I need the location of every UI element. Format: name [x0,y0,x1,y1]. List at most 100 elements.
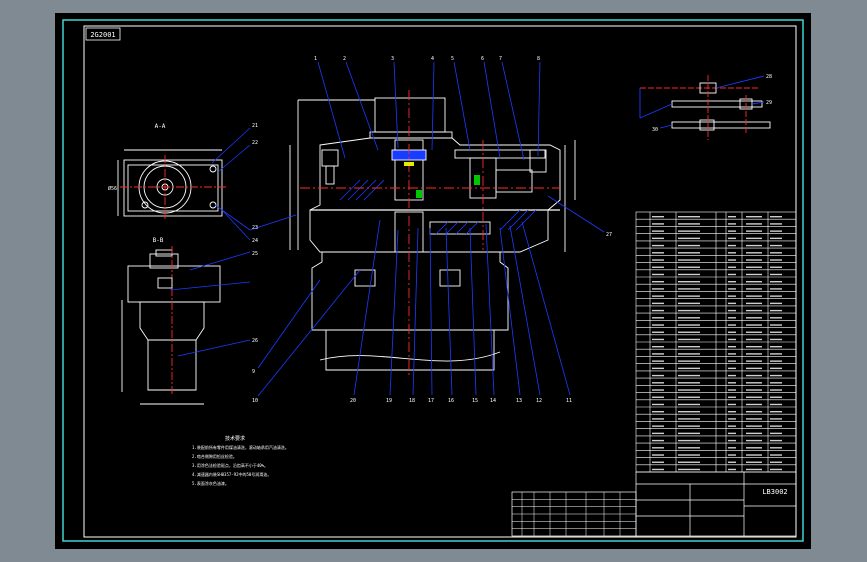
parts-cell-scribble [746,324,762,326]
parts-cell-scribble [746,396,762,398]
parts-cell-scribble [678,396,700,398]
note-2: 2.啮合侧隙用铅丝检验。 [192,453,237,459]
parts-cell-scribble [678,403,700,406]
leader-6: 6 [481,56,484,62]
parts-cell-scribble [728,324,736,326]
parts-cell-scribble [652,432,664,435]
parts-cell-scribble [728,317,736,319]
parts-cell-scribble [728,266,736,268]
parts-cell-scribble [678,216,700,218]
parts-cell-scribble [678,317,700,319]
schematic-labels: 28 29 30 [652,74,772,133]
parts-cell-scribble [746,302,762,305]
parts-cell-scribble [770,302,782,305]
transmission-schematic [639,75,771,140]
parts-cell-scribble [652,411,664,413]
parts-cell-scribble [678,353,700,355]
parts-cell-scribble [746,353,762,355]
parts-cell-scribble [678,346,700,348]
parts-cell-scribble [652,244,664,247]
parts-cell-scribble [728,252,736,254]
parts-list-table [635,211,797,473]
parts-cell-scribble [652,331,664,333]
parts-cell-scribble [746,411,762,413]
parts-cell-scribble [652,281,664,283]
parts-cell-scribble [652,317,664,319]
parts-cell-scribble [770,324,782,326]
parts-cell-scribble [678,454,700,456]
parts-cell-scribble [728,353,736,355]
leader-12: 12 [536,398,542,404]
parts-cell-scribble [652,382,664,384]
leader-3: 3 [391,56,394,62]
parts-cell-scribble [746,288,762,290]
parts-cell-scribble [728,288,736,290]
outer-frame [62,19,804,542]
parts-cell-scribble [746,468,762,471]
parts-cell-scribble [678,418,700,420]
parts-cell-scribble [770,223,782,225]
parts-cell-scribble [746,237,762,240]
leader-23: 23 [252,225,258,231]
note-4: 4.减速器内装SH0357-92中的50号润滑油。 [192,471,271,477]
drawing-code-box [85,27,121,41]
parts-cell-scribble [770,418,782,420]
parts-cell-scribble [728,295,736,297]
parts-cell-scribble [746,309,762,312]
leader-lines [169,61,605,397]
parts-cell-scribble [678,309,700,312]
parts-cell-scribble [728,244,736,247]
parts-cell-scribble [728,259,736,261]
parts-cell-scribble [678,295,700,297]
parts-cell-scribble [746,454,762,456]
parts-cell-scribble [652,288,664,290]
parts-cell-scribble [770,331,782,333]
leader-13: 13 [516,398,522,404]
leader-18: 18 [409,398,415,404]
leader-29: 29 [766,100,772,106]
parts-cell-scribble [770,403,782,406]
leader-19: 19 [386,398,392,404]
parts-cell-scribble [652,302,664,305]
drawing-code-title: LB3002 [762,488,787,496]
parts-cell-scribble [652,295,664,297]
diameter-dim: Ø56 [108,185,117,192]
leader-24: 24 [252,238,258,244]
parts-cell-scribble [728,382,736,384]
parts-cell-scribble [652,447,664,449]
leader-16: 16 [448,398,454,404]
parts-cell-scribble [678,461,700,463]
parts-cell-scribble [746,259,762,261]
parts-cell-scribble [678,244,700,247]
parts-cell-scribble [770,447,782,449]
parts-cell-scribble [728,425,736,427]
parts-cell-scribble [652,374,664,377]
parts-cell-scribble [770,309,782,312]
parts-cell-scribble [652,403,664,406]
parts-cell-scribble [678,223,700,225]
parts-cell-scribble [746,389,762,391]
parts-cell-scribble [678,447,700,449]
parts-cell-scribble [652,273,664,276]
parts-cell-scribble [678,367,700,370]
leader-14: 14 [490,398,496,404]
parts-cell-scribble [746,374,762,377]
parts-cell-scribble [770,432,782,435]
top-leader-labels: 1 2 3 4 5 6 7 8 [314,56,540,62]
leader-1: 1 [314,56,317,62]
leader-8: 8 [537,56,540,62]
leader-21: 21 [252,123,258,129]
parts-cell-scribble [728,403,736,406]
parts-cell-scribble [770,295,782,297]
parts-cell-scribble [728,367,736,370]
parts-cell-scribble [652,216,664,218]
parts-cell-scribble [652,252,664,254]
parts-cell-scribble [746,346,762,348]
parts-cell-scribble [652,360,664,362]
parts-cell-scribble [678,374,700,377]
parts-cell-scribble [652,461,664,463]
leader-7: 7 [499,56,502,62]
parts-cell-scribble [746,367,762,370]
parts-cell-scribble [746,273,762,276]
